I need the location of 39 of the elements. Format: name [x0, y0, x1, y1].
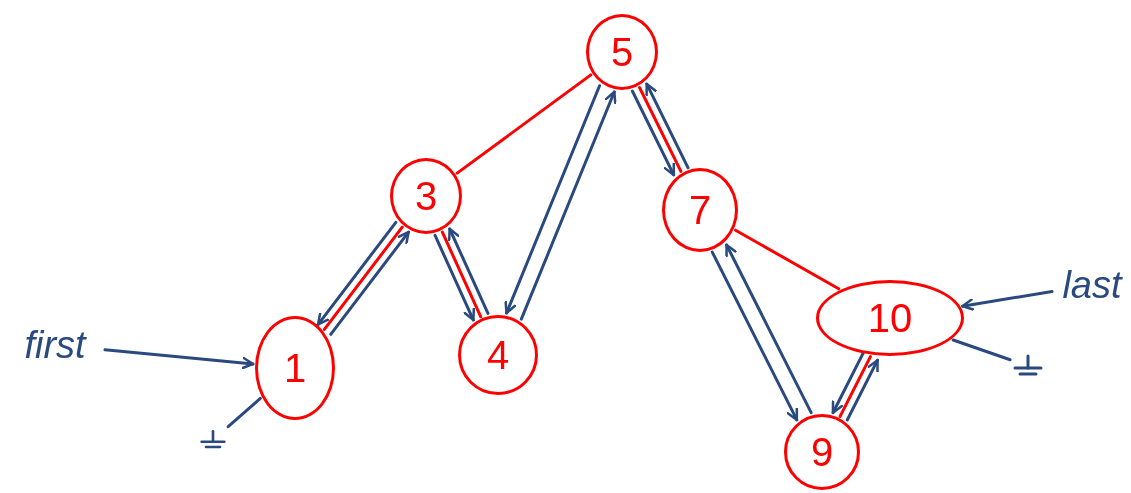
arrow — [519, 90, 617, 321]
connector-line — [455, 73, 593, 175]
connector-line — [322, 225, 404, 331]
connector-line — [638, 86, 683, 173]
tree-node-circle — [390, 158, 462, 234]
pointer-label: last — [1062, 266, 1122, 304]
arrow — [504, 84, 602, 315]
connector-line — [838, 355, 872, 418]
node-value: 5 — [610, 32, 634, 72]
node-value: 9 — [810, 432, 834, 472]
arrow — [433, 233, 476, 322]
node-value: 4 — [486, 335, 510, 375]
tree-node-circle — [458, 315, 538, 395]
connector-line — [440, 230, 483, 319]
arrow — [316, 220, 398, 327]
arrow — [645, 82, 690, 170]
arrow — [710, 250, 799, 422]
connector-line — [951, 338, 1012, 362]
connector-line — [734, 228, 841, 291]
arrow — [447, 227, 490, 315]
tree-node-circle — [784, 414, 860, 490]
arrow — [103, 348, 255, 370]
node-value: 7 — [688, 190, 712, 230]
node-value: 3 — [414, 176, 438, 216]
arrow — [329, 230, 411, 336]
node-value: 1 — [283, 348, 307, 388]
connector-line — [226, 396, 262, 429]
arrow — [831, 351, 865, 415]
pointer-label: first — [24, 326, 86, 364]
tree-node-circle — [816, 280, 964, 356]
tree-node-circle — [255, 316, 335, 420]
arrow — [725, 243, 813, 415]
tree-node-circle — [586, 14, 658, 90]
arrow — [961, 290, 1054, 311]
arrow — [845, 358, 880, 422]
node-value: 10 — [867, 298, 913, 338]
arrow — [630, 89, 676, 177]
ground-symbol — [1012, 354, 1044, 378]
tree-node-circle — [662, 168, 738, 252]
